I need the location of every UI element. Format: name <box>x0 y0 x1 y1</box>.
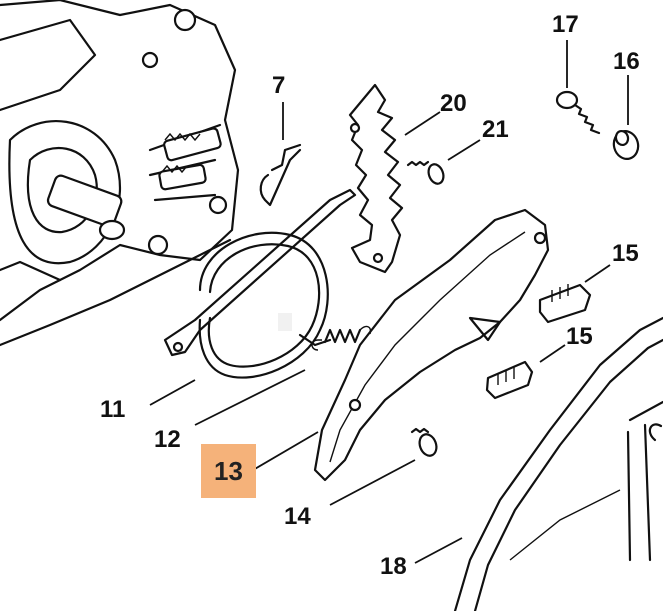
callout-18[interactable]: 18 <box>380 553 407 580</box>
callout-16[interactable]: 16 <box>613 48 640 75</box>
callout-12[interactable]: 12 <box>154 426 181 453</box>
part-15-chain-catcher-upper <box>538 264 611 324</box>
callout-17[interactable]: 17 <box>552 11 579 38</box>
watermark <box>278 313 292 331</box>
part-11-bar <box>149 188 357 406</box>
part-15-chain-catcher-lower <box>485 344 566 400</box>
part-20-comb-plate <box>348 83 441 274</box>
part-21-screw <box>406 139 481 185</box>
part-17-screw <box>555 40 601 135</box>
callout-15-lower[interactable]: 15 <box>566 323 593 350</box>
part-18-cover <box>414 316 663 611</box>
callout-13[interactable]: 13 <box>214 455 243 486</box>
part-14-screw <box>329 427 438 506</box>
callout-20[interactable]: 20 <box>440 90 467 117</box>
part-7-clip <box>259 102 302 207</box>
callout-7[interactable]: 7 <box>272 72 286 99</box>
callout-11[interactable]: 11 <box>100 396 126 423</box>
part-12-band <box>194 231 332 426</box>
callout-21[interactable]: 21 <box>482 116 509 143</box>
callout-15-upper[interactable]: 15 <box>612 240 639 267</box>
part-13-guard <box>252 208 550 482</box>
part-16-bushing <box>612 75 640 160</box>
callout-14[interactable]: 14 <box>284 503 311 530</box>
engine-housing <box>0 0 240 347</box>
highlight-box <box>201 444 256 498</box>
